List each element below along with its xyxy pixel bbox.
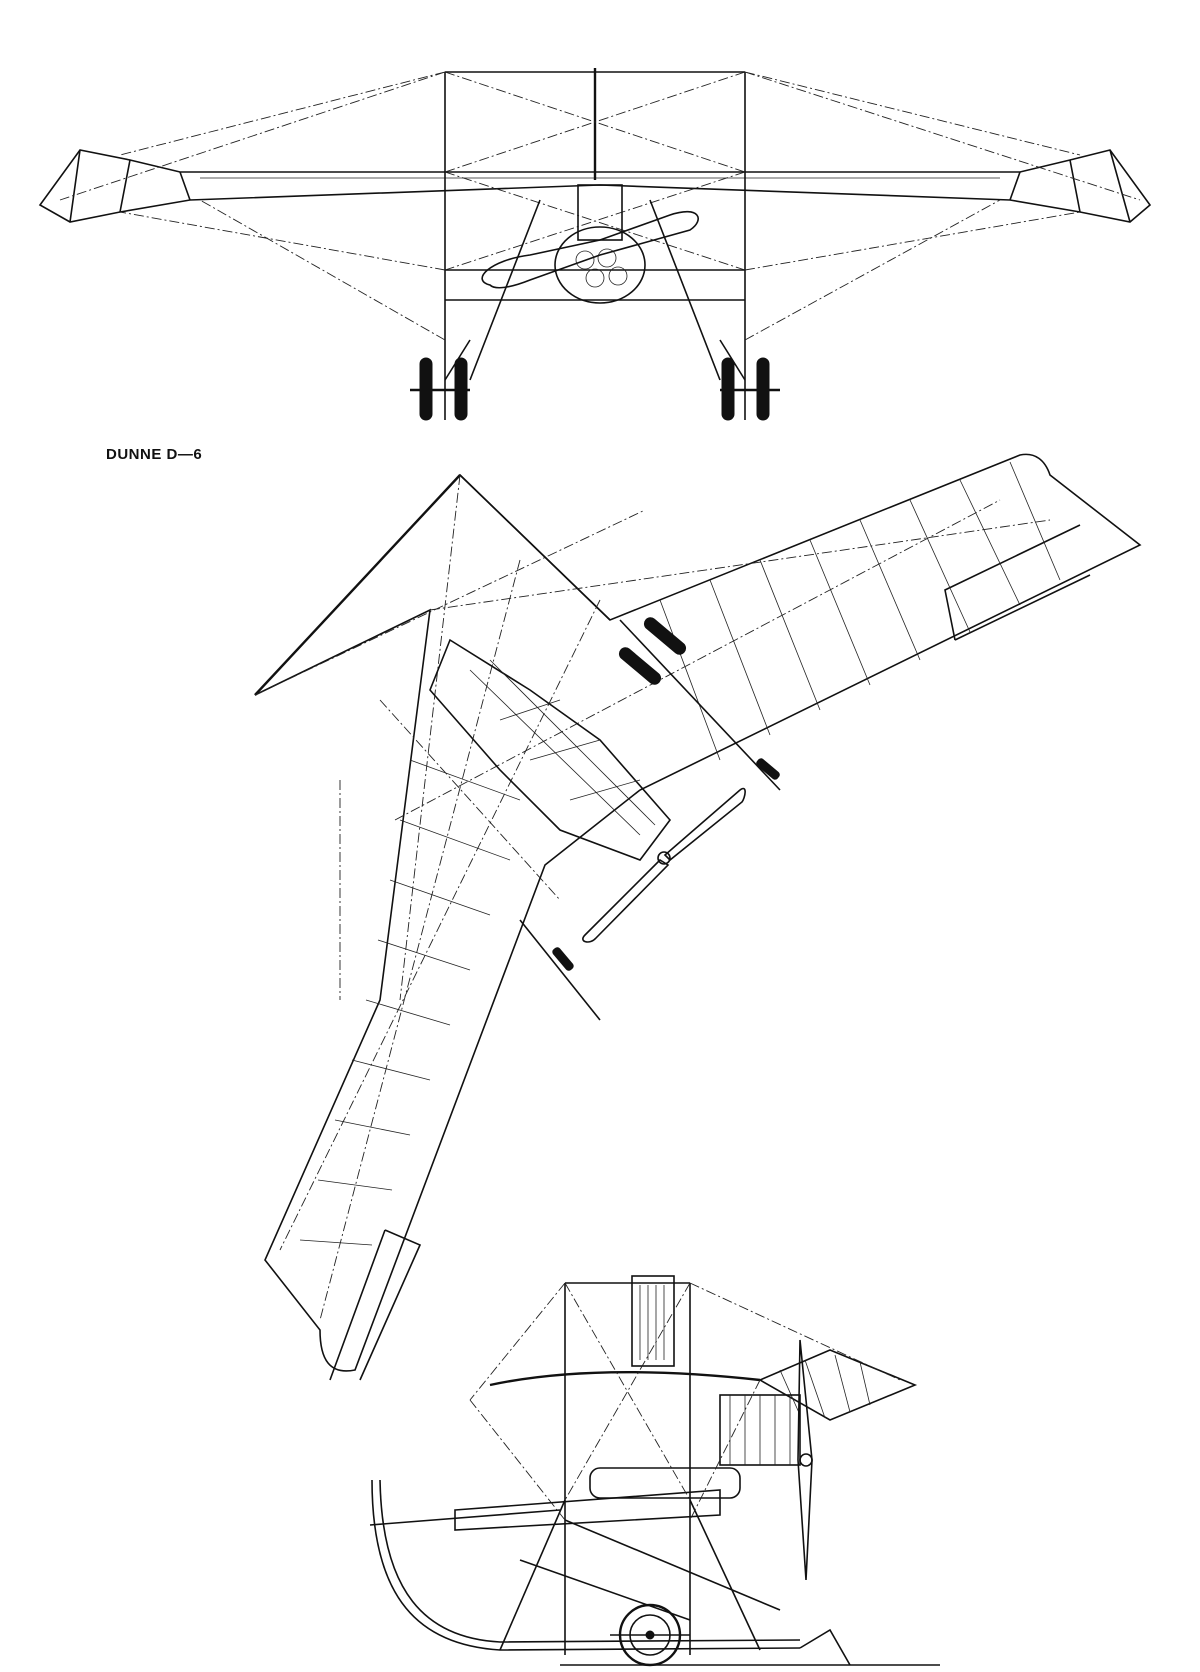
side-bracing-wires <box>469 1282 901 1521</box>
plan-fuselage <box>429 638 672 861</box>
front-propeller <box>481 210 699 289</box>
side-fuselage <box>369 1467 741 1531</box>
side-skid <box>371 1479 940 1666</box>
drawing-title: DUNNE D—6 <box>106 446 203 463</box>
side-engine <box>719 1394 801 1466</box>
plan-wing-ribs <box>299 461 1061 1246</box>
plan-wing-outline <box>254 453 1142 1381</box>
plan-wheels <box>618 617 781 791</box>
side-wheel <box>610 1603 690 1667</box>
side-struts <box>499 1499 781 1651</box>
front-bracing-wires <box>59 71 1141 341</box>
front-wing <box>38 149 1152 223</box>
side-wing <box>489 1349 918 1421</box>
front-wheels <box>419 357 770 421</box>
front-view <box>38 68 1152 421</box>
side-cabane <box>564 1275 691 1655</box>
side-propeller <box>797 1339 813 1581</box>
front-cabane-struts <box>444 68 746 420</box>
plan-skid <box>519 919 601 1021</box>
plan-propeller <box>582 787 746 943</box>
front-engine <box>554 184 646 304</box>
